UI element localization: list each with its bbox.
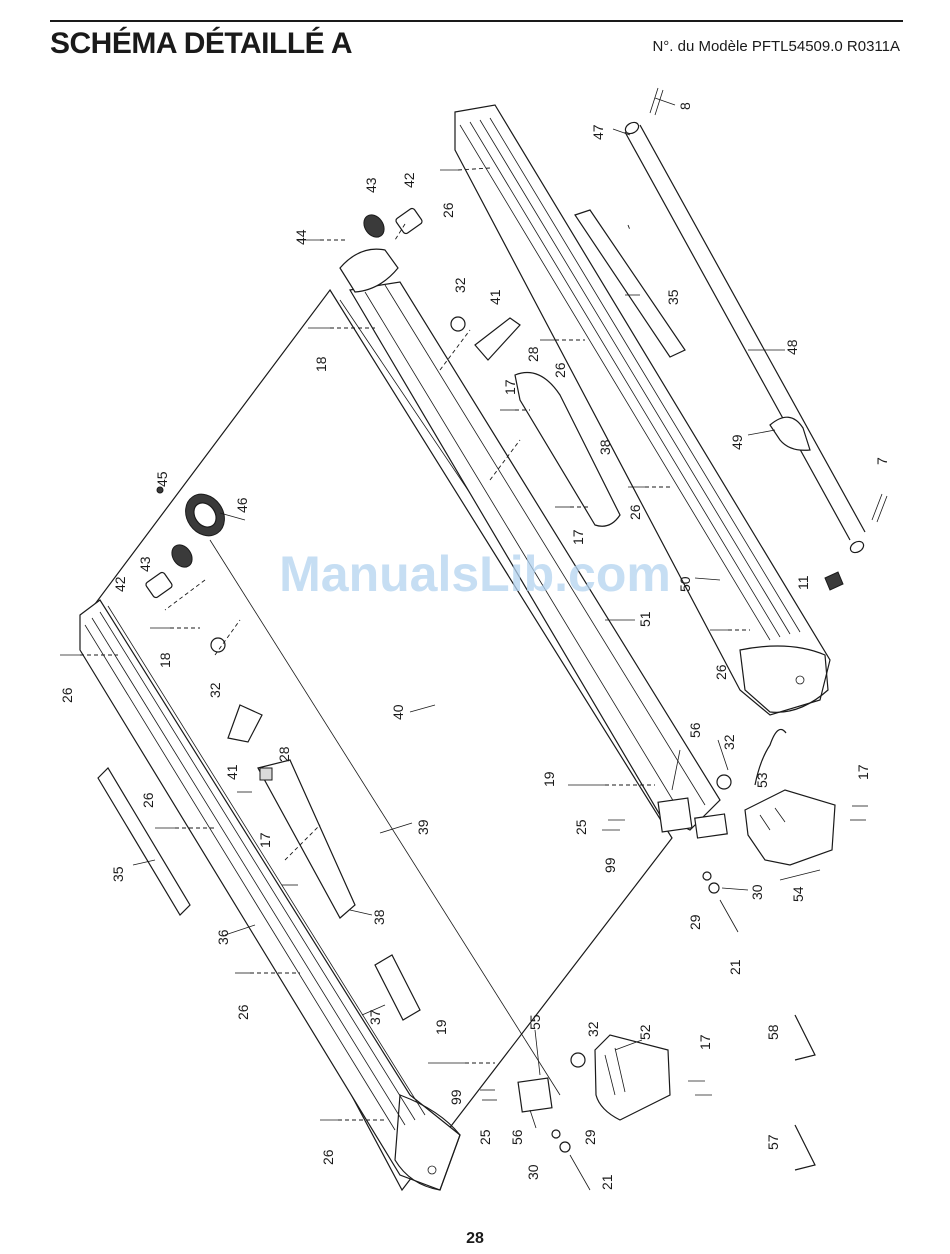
callout-30: 30: [525, 1164, 541, 1180]
callout-17: 17: [855, 764, 871, 780]
callout-21: 21: [599, 1174, 615, 1190]
callout-26: 26: [552, 362, 568, 378]
callout-26: 26: [627, 504, 643, 520]
callout-46: 46: [234, 497, 250, 513]
callout-26: 26: [140, 792, 156, 808]
callout-56: 56: [687, 722, 703, 738]
callout-99: 99: [602, 857, 618, 873]
callout-18: 18: [157, 652, 173, 668]
callout-25: 25: [477, 1129, 493, 1145]
callout-54: 54: [790, 886, 806, 902]
callout-43: 43: [137, 556, 153, 572]
callout-29: 29: [582, 1129, 598, 1145]
callout-38: 38: [597, 439, 613, 455]
callout-37: 37: [367, 1009, 383, 1025]
callout-41: 41: [487, 289, 503, 305]
callout-32: 32: [207, 682, 223, 698]
callout-47: 47: [590, 124, 606, 140]
page-number: 28: [0, 1230, 950, 1248]
hood-left: [595, 1035, 670, 1120]
callout-21: 21: [727, 959, 743, 975]
callout-17: 17: [570, 529, 586, 545]
callout-48: 48: [784, 339, 800, 355]
callout-53: 53: [754, 772, 770, 788]
pin-58: [795, 1015, 815, 1060]
callout-50: 50: [677, 576, 693, 592]
callout-40: 40: [390, 704, 406, 720]
callout-99: 99: [448, 1089, 464, 1105]
callout-56: 56: [509, 1129, 525, 1145]
callout-55: 55: [527, 1014, 543, 1030]
callout-26: 26: [713, 664, 729, 680]
callout-57: 57: [765, 1134, 781, 1150]
callout-42: 42: [401, 172, 417, 188]
callout-32: 32: [452, 277, 468, 293]
callout-32: 32: [585, 1021, 601, 1037]
callout-26: 26: [320, 1149, 336, 1165]
callout-35: 35: [665, 289, 681, 305]
callout-26: 26: [440, 202, 456, 218]
callout-26: 26: [235, 1004, 251, 1020]
callout-25: 25: [573, 819, 589, 835]
callout-45: 45: [154, 471, 170, 487]
callout-17: 17: [502, 379, 518, 395]
callout-30: 30: [749, 884, 765, 900]
callout-19: 19: [433, 1019, 449, 1035]
callout-44: 44: [293, 229, 309, 245]
callout-43: 43: [363, 177, 379, 193]
callout-35: 35: [110, 866, 126, 882]
callout-11: 11: [795, 575, 811, 590]
pin-57: [795, 1125, 815, 1170]
callout-8: 8: [677, 102, 693, 110]
hood-right: [745, 790, 835, 865]
callout-28: 28: [276, 746, 292, 762]
callout-52: 52: [637, 1024, 653, 1040]
callout-32: 32: [721, 734, 737, 750]
callout-36: 36: [215, 929, 231, 945]
callout-17: 17: [257, 832, 273, 848]
callout-58: 58: [765, 1024, 781, 1040]
callout-42: 42: [112, 576, 128, 592]
callout-19: 19: [541, 771, 557, 787]
callout-26: 26: [59, 687, 75, 703]
callout-17: 17: [697, 1034, 713, 1050]
callout-49: 49: [729, 434, 745, 450]
callout-29: 29: [687, 914, 703, 930]
callout-7: 7: [874, 457, 890, 465]
callout-28: 28: [525, 346, 541, 362]
callout-51: 51: [637, 611, 653, 627]
callout-41: 41: [224, 764, 240, 780]
callout-18: 18: [313, 356, 329, 372]
callout-38: 38: [371, 909, 387, 925]
callout-39: 39: [415, 819, 431, 835]
